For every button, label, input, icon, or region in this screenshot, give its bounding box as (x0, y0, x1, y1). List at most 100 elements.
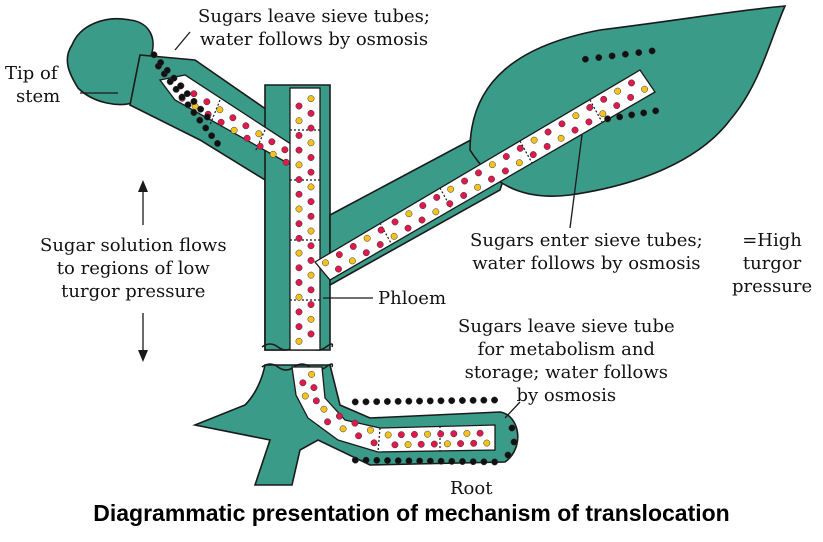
water-dot (405, 457, 413, 465)
sugar-dot (295, 190, 303, 198)
sugar-dot (295, 117, 303, 125)
sugar-dot (627, 93, 635, 101)
sugar-dot (229, 114, 237, 122)
sugar-dot (366, 426, 374, 434)
water-dot (214, 139, 221, 147)
water-dot (635, 49, 643, 57)
water-dot (437, 397, 445, 405)
label-flow: Sugar solution flows to regions of low t… (40, 234, 227, 303)
sugar-dot (501, 167, 509, 175)
sugar-dot (269, 150, 277, 158)
top-leader (174, 31, 191, 51)
sugar-dot (307, 154, 315, 161)
sugar-dot (307, 242, 315, 250)
water-dot (190, 97, 198, 105)
sugar-dot (295, 293, 303, 301)
sugar-dot (418, 216, 426, 224)
arrow-up-icon (138, 180, 148, 192)
sugar-dot (515, 159, 523, 167)
sugar-dot (437, 430, 445, 438)
sugar-dot (384, 431, 392, 439)
sugar-dot (641, 85, 649, 93)
sugar-dot (307, 109, 315, 117)
label-line: storage; water follows (464, 362, 669, 383)
sugar-dot (349, 242, 357, 250)
sugar-dot (321, 259, 329, 267)
water-dot (373, 456, 381, 464)
label-sugars-enter: Sugars enter sieve tubes; water follows … (470, 229, 703, 275)
sugar-dot (307, 124, 315, 132)
sugar-dot (307, 271, 315, 279)
sugar-dot (243, 134, 251, 142)
water-dot (197, 105, 205, 113)
water-dot (448, 457, 456, 465)
water-dot (480, 396, 488, 404)
water-dot (604, 115, 612, 123)
sugar-dot (391, 218, 399, 226)
sugar-dot (295, 264, 303, 272)
water-dot (394, 397, 402, 405)
sugar-dot (461, 177, 469, 185)
water-dot (491, 458, 499, 466)
sugar-dot (362, 249, 370, 257)
sugar-dot (320, 405, 328, 413)
label-line: Sugar solution flows (40, 235, 227, 256)
water-dot (362, 398, 370, 406)
sugar-dot (282, 158, 290, 166)
label-line: Sugars enter sieve tubes; (470, 230, 703, 251)
sugar-dot (433, 193, 441, 201)
water-dot (459, 458, 466, 465)
sugar-dot (335, 265, 342, 273)
label-line: =High (742, 230, 802, 251)
label-line: stem (16, 86, 61, 107)
sugar-dot (544, 128, 552, 136)
water-dot (351, 456, 359, 464)
label-line: Tip of (5, 63, 58, 84)
sugar-dot (295, 337, 303, 345)
sugar-dot (307, 286, 315, 294)
water-dot (203, 113, 211, 121)
sugar-dot (430, 440, 438, 448)
sugar-dot (419, 202, 427, 210)
sugar-dot (530, 136, 538, 144)
water-dot (621, 50, 629, 58)
sugar-dot (335, 251, 343, 259)
sugar-dot (307, 198, 315, 206)
sugar-dot (295, 205, 303, 213)
water-dot (384, 457, 391, 464)
water-dot (196, 116, 204, 124)
sugar-dot (307, 139, 315, 147)
water-dot (150, 51, 158, 59)
sugar-dot (614, 87, 622, 95)
sugar-dot (355, 432, 363, 440)
sugar-and-water-dots (150, 47, 660, 466)
sugar-dot (190, 90, 198, 98)
label-line: by osmosis (516, 385, 617, 406)
sugar-dot (307, 301, 315, 309)
sugar-dot (307, 95, 315, 103)
sugar-dot (600, 95, 608, 103)
water-dot (469, 396, 477, 404)
water-dot (628, 111, 636, 119)
label-line: turgor pressure (61, 281, 206, 302)
sugar-dot (457, 440, 465, 448)
label-line: pressure (732, 276, 813, 297)
sugar-dot (312, 397, 320, 405)
leader-lines (80, 31, 583, 419)
sugar-dot (390, 232, 398, 240)
sugar-dot (599, 110, 607, 118)
water-dot (608, 52, 616, 60)
arrow-heads (138, 180, 148, 362)
label-sugars-leave-top: Sugars leave sieve tubes; water follows … (198, 5, 430, 51)
sugar-dot (307, 256, 315, 264)
sugar-dot (488, 161, 496, 169)
water-dot (458, 397, 466, 404)
label-line: to regions of low (56, 258, 210, 279)
root-leader (504, 401, 521, 419)
sugar-dot (450, 430, 458, 438)
water-dot (491, 396, 498, 404)
sugar-dot (475, 169, 482, 177)
label-line: turgor (742, 253, 802, 274)
water-dot (178, 93, 186, 101)
